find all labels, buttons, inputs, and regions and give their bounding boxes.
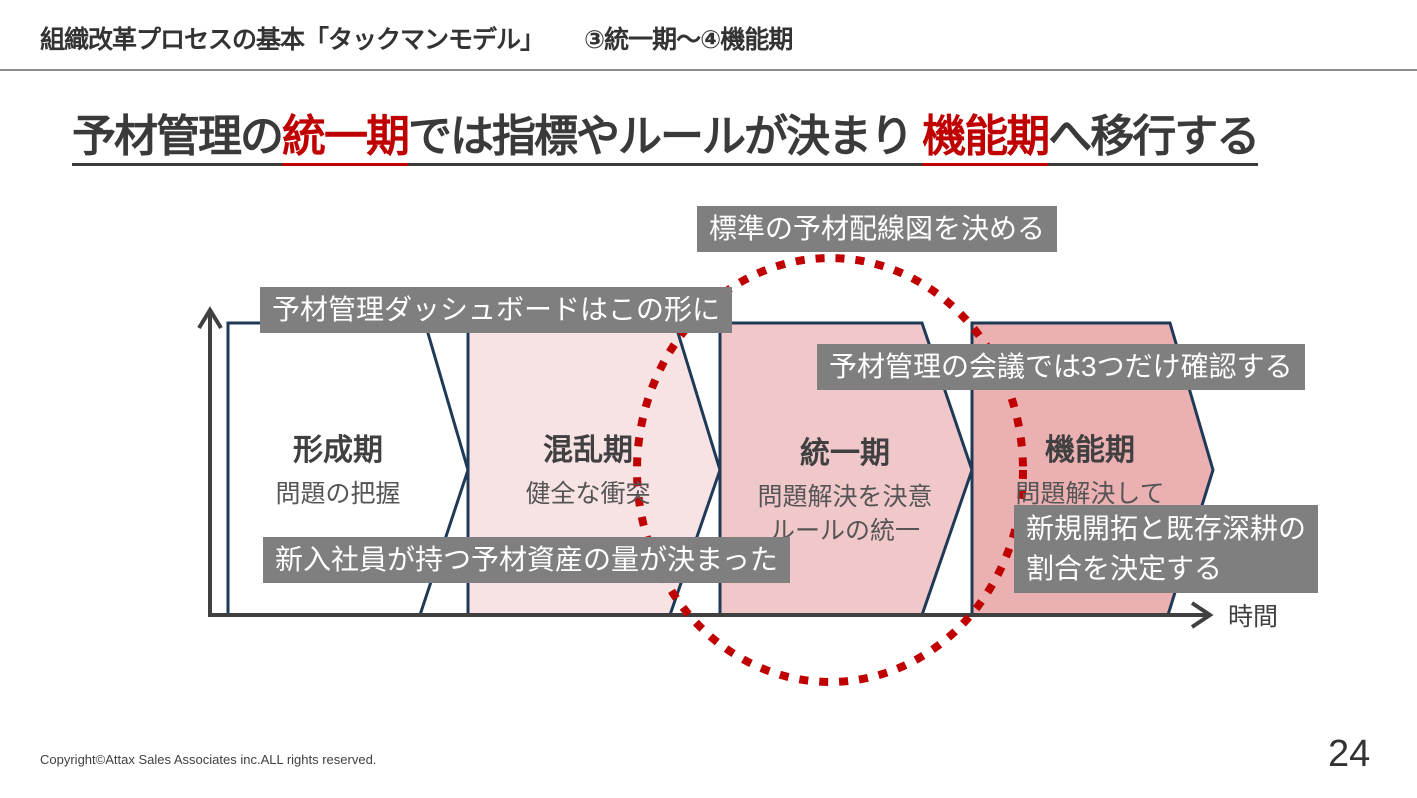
note-line: 割合を決定する	[1026, 553, 1223, 584]
note-ratio: 新規開拓と既存深耕の割合を決定する	[1014, 505, 1319, 593]
headline-highlight: 統一期	[282, 112, 410, 166]
phase-name: 機能期	[1045, 434, 1135, 467]
y-axis-arrow-icon	[197, 306, 223, 330]
phase-forming: 形成期 問題の把握	[218, 425, 458, 511]
slide-header: 組織改革プロセスの基本「タックマンモデル」 ③統一期～④機能期	[40, 20, 793, 56]
header-title: 組織改革プロセスの基本「タックマンモデル」	[40, 26, 545, 54]
phase-storming: 混乱期 健全な衝突	[468, 425, 708, 511]
note-dashboard: 予材管理ダッシュボードはこの形に	[260, 287, 733, 333]
headline-part: では指標やルールが決まり	[408, 112, 923, 166]
focus-dotted-circle	[633, 254, 1027, 686]
phase-norming: 統一期 問題解決を決意ルールの統一	[725, 428, 965, 548]
phase-desc: 健全な衝突	[525, 480, 651, 508]
copyright: Copyright©Attax Sales Associates inc.ALL…	[40, 752, 377, 767]
phase-desc: 問題解決して	[1015, 480, 1165, 508]
phase-desc: 問題の把握	[275, 480, 401, 508]
note-line: 新規開拓と既存深耕の	[1026, 513, 1307, 544]
phase-desc: 問題解決を決意ルールの統一	[725, 480, 965, 548]
header-divider	[0, 69, 1417, 71]
phase-name: 統一期	[800, 437, 890, 470]
note-wiring: 標準の予材配線図を決める	[697, 206, 1058, 252]
x-axis-arrow-icon	[1190, 601, 1214, 629]
header-subtitle: ③統一期～④機能期	[584, 26, 793, 54]
headline-part: へ移行する	[1048, 112, 1260, 166]
note-assets: 新入社員が持つ予材資産の量が決まった	[263, 537, 790, 583]
phase-name: 形成期	[293, 434, 383, 467]
phase-desc-line: 問題解決を決意	[757, 483, 933, 511]
x-axis-label: 時間	[1228, 603, 1279, 631]
headline-highlight: 機能期	[922, 112, 1050, 166]
note-meeting: 予材管理の会議では3つだけ確認する	[817, 344, 1305, 390]
headline: 予材管理の統一期では指標やルールが決まり 機能期へ移行する	[72, 100, 1260, 166]
phase-desc-line: ルールの統一	[769, 517, 920, 545]
page-number: 24	[1328, 733, 1371, 775]
headline-part: 予材管理の	[72, 112, 284, 166]
phase-performing: 機能期 問題解決して	[970, 425, 1210, 511]
phase-name: 混乱期	[543, 434, 633, 467]
